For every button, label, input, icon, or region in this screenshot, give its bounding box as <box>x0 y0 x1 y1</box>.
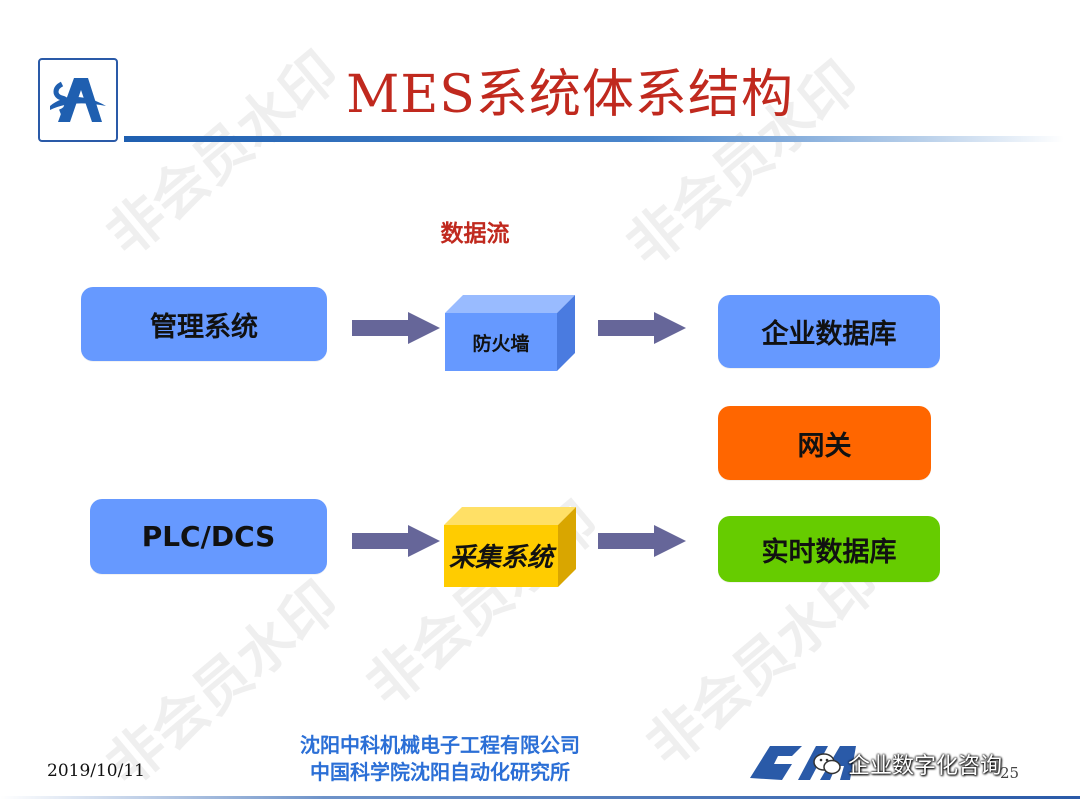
footer-org-line2: 中国科学院沈阳自动化研究所 <box>310 760 570 784</box>
gateway-node: 网关 <box>718 406 931 480</box>
acquisition-system-node: 采集系统 <box>444 507 576 587</box>
footer-org-line1: 沈阳中科机械电子工程有限公司 <box>300 733 580 757</box>
wechat-icon <box>813 753 841 775</box>
page-number: 25 <box>1000 764 1020 782</box>
footer-organization: 沈阳中科机械电子工程有限公司 中国科学院沈阳自动化研究所 <box>250 732 630 788</box>
footer-date: 2019/10/11 <box>47 761 145 781</box>
acquisition-system-label: 采集系统 <box>448 542 553 573</box>
arrow-right-icon <box>352 525 440 557</box>
management-system-node: 管理系统 <box>81 287 327 361</box>
wechat-account-tag: 企业数字化咨询 <box>812 746 1062 782</box>
arrow-right-icon <box>598 525 686 557</box>
page-title: MES系统体系结构 <box>346 65 794 125</box>
firewall-node: 防火墙 <box>445 293 575 373</box>
footer-divider <box>0 796 1080 799</box>
arrow-right-icon <box>352 312 440 344</box>
firewall-label: 防火墙 <box>472 332 530 355</box>
title-divider <box>124 136 1064 142</box>
arrow-right-icon <box>598 312 686 344</box>
enterprise-database-node: 企业数据库 <box>718 295 940 368</box>
realtime-database-node: 实时数据库 <box>718 516 940 582</box>
data-flow-label: 数据流 <box>440 221 510 247</box>
wechat-account-name: 企业数字化咨询 <box>848 754 1003 779</box>
plc-dcs-node: PLC/DCS <box>90 499 327 574</box>
company-logo <box>38 58 118 142</box>
